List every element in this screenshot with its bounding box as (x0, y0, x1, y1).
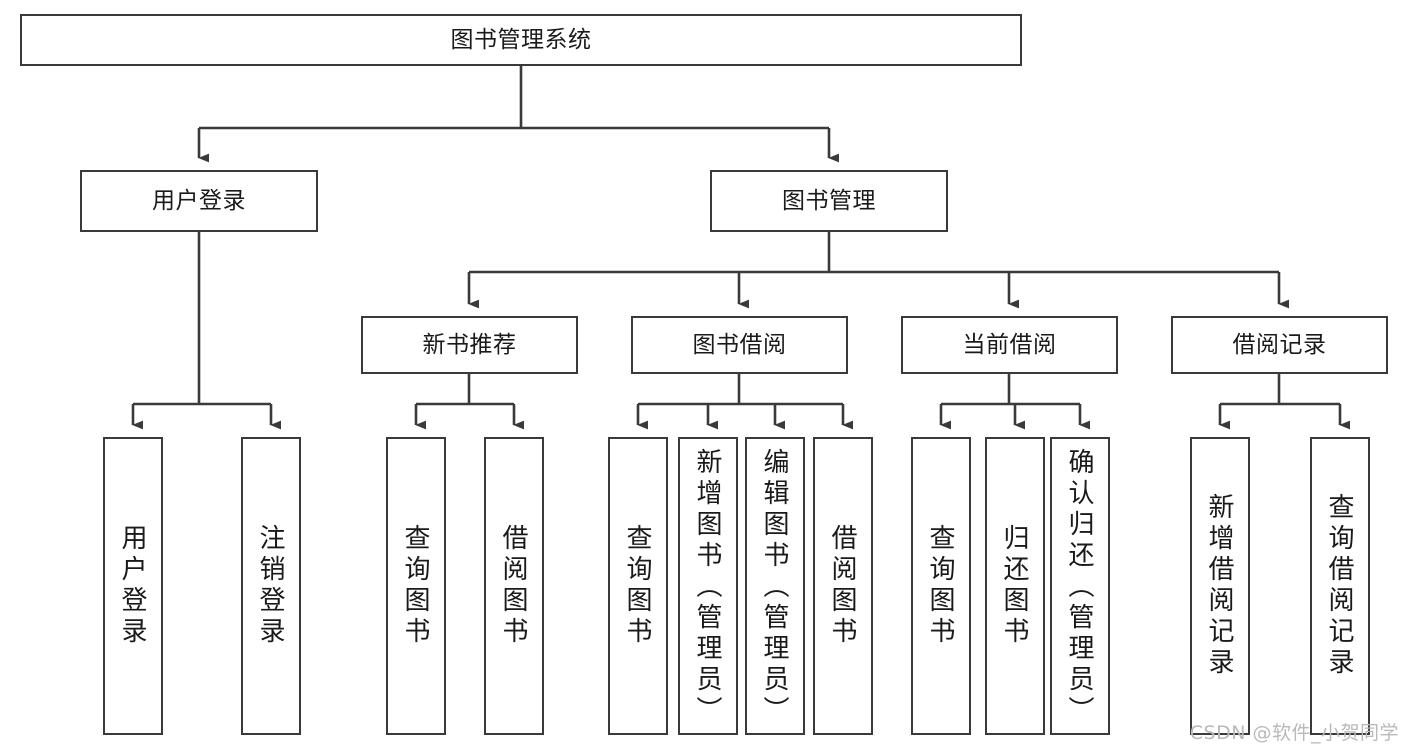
node-leaf-query-book-cur-label: 查询图书 (926, 524, 956, 648)
node-borrow-record-label: 借阅记录 (1232, 331, 1327, 358)
node-leaf-add-record[interactable]: 新增借阅记录 (1190, 437, 1250, 735)
node-root-label: 图书管理系统 (450, 26, 592, 53)
node-leaf-borrow-book-rec-label: 借阅图书 (499, 524, 529, 648)
node-leaf-query-record[interactable]: 查询借阅记录 (1310, 437, 1370, 735)
node-user-login-label: 用户登录 (152, 187, 246, 214)
node-leaf-borrow-book[interactable]: 借阅图书 (813, 437, 873, 735)
node-leaf-return-book[interactable]: 归还图书 (985, 437, 1045, 735)
node-leaf-user-login-label: 用户登录 (118, 524, 148, 648)
node-leaf-add-book-label: 新增图书（管理员） (693, 448, 723, 727)
node-current-borrow[interactable]: 当前借阅 (901, 316, 1118, 374)
node-leaf-confirm-return-label: 确认归还（管理员） (1065, 448, 1095, 727)
node-user-login[interactable]: 用户登录 (80, 170, 318, 232)
node-book-borrow[interactable]: 图书借阅 (631, 316, 848, 374)
node-leaf-return-book-label: 归还图书 (1000, 524, 1030, 648)
node-root[interactable]: 图书管理系统 (20, 14, 1022, 66)
node-leaf-confirm-return[interactable]: 确认归还（管理员） (1050, 437, 1110, 735)
csdn-watermark: CSDN @软件_小贺同学 (1189, 722, 1399, 744)
node-leaf-borrow-book-rec[interactable]: 借阅图书 (484, 437, 544, 735)
node-leaf-user-logout-label: 注销登录 (256, 524, 286, 648)
node-current-borrow-label: 当前借阅 (962, 331, 1057, 358)
node-leaf-add-book[interactable]: 新增图书（管理员） (678, 437, 738, 735)
node-new-book-rec-label: 新书推荐 (422, 331, 517, 358)
node-leaf-edit-book-label: 编辑图书（管理员） (760, 448, 790, 727)
node-leaf-query-record-label: 查询借阅记录 (1325, 493, 1355, 679)
node-leaf-query-book-label: 查询图书 (623, 524, 653, 648)
node-new-book-rec[interactable]: 新书推荐 (361, 316, 578, 374)
node-book-manage-label: 图书管理 (782, 187, 876, 214)
node-book-manage[interactable]: 图书管理 (710, 170, 948, 232)
node-leaf-query-book-rec-label: 查询图书 (401, 524, 431, 648)
node-leaf-borrow-book-label: 借阅图书 (828, 524, 858, 648)
node-leaf-query-book-cur[interactable]: 查询图书 (911, 437, 971, 735)
node-leaf-query-book-rec[interactable]: 查询图书 (386, 437, 446, 735)
node-leaf-user-login[interactable]: 用户登录 (103, 437, 163, 735)
node-borrow-record[interactable]: 借阅记录 (1171, 316, 1388, 374)
node-leaf-user-logout[interactable]: 注销登录 (241, 437, 301, 735)
node-book-borrow-label: 图书借阅 (692, 331, 787, 358)
node-leaf-query-book[interactable]: 查询图书 (608, 437, 668, 735)
node-leaf-add-record-label: 新增借阅记录 (1205, 493, 1235, 679)
node-leaf-edit-book[interactable]: 编辑图书（管理员） (745, 437, 805, 735)
